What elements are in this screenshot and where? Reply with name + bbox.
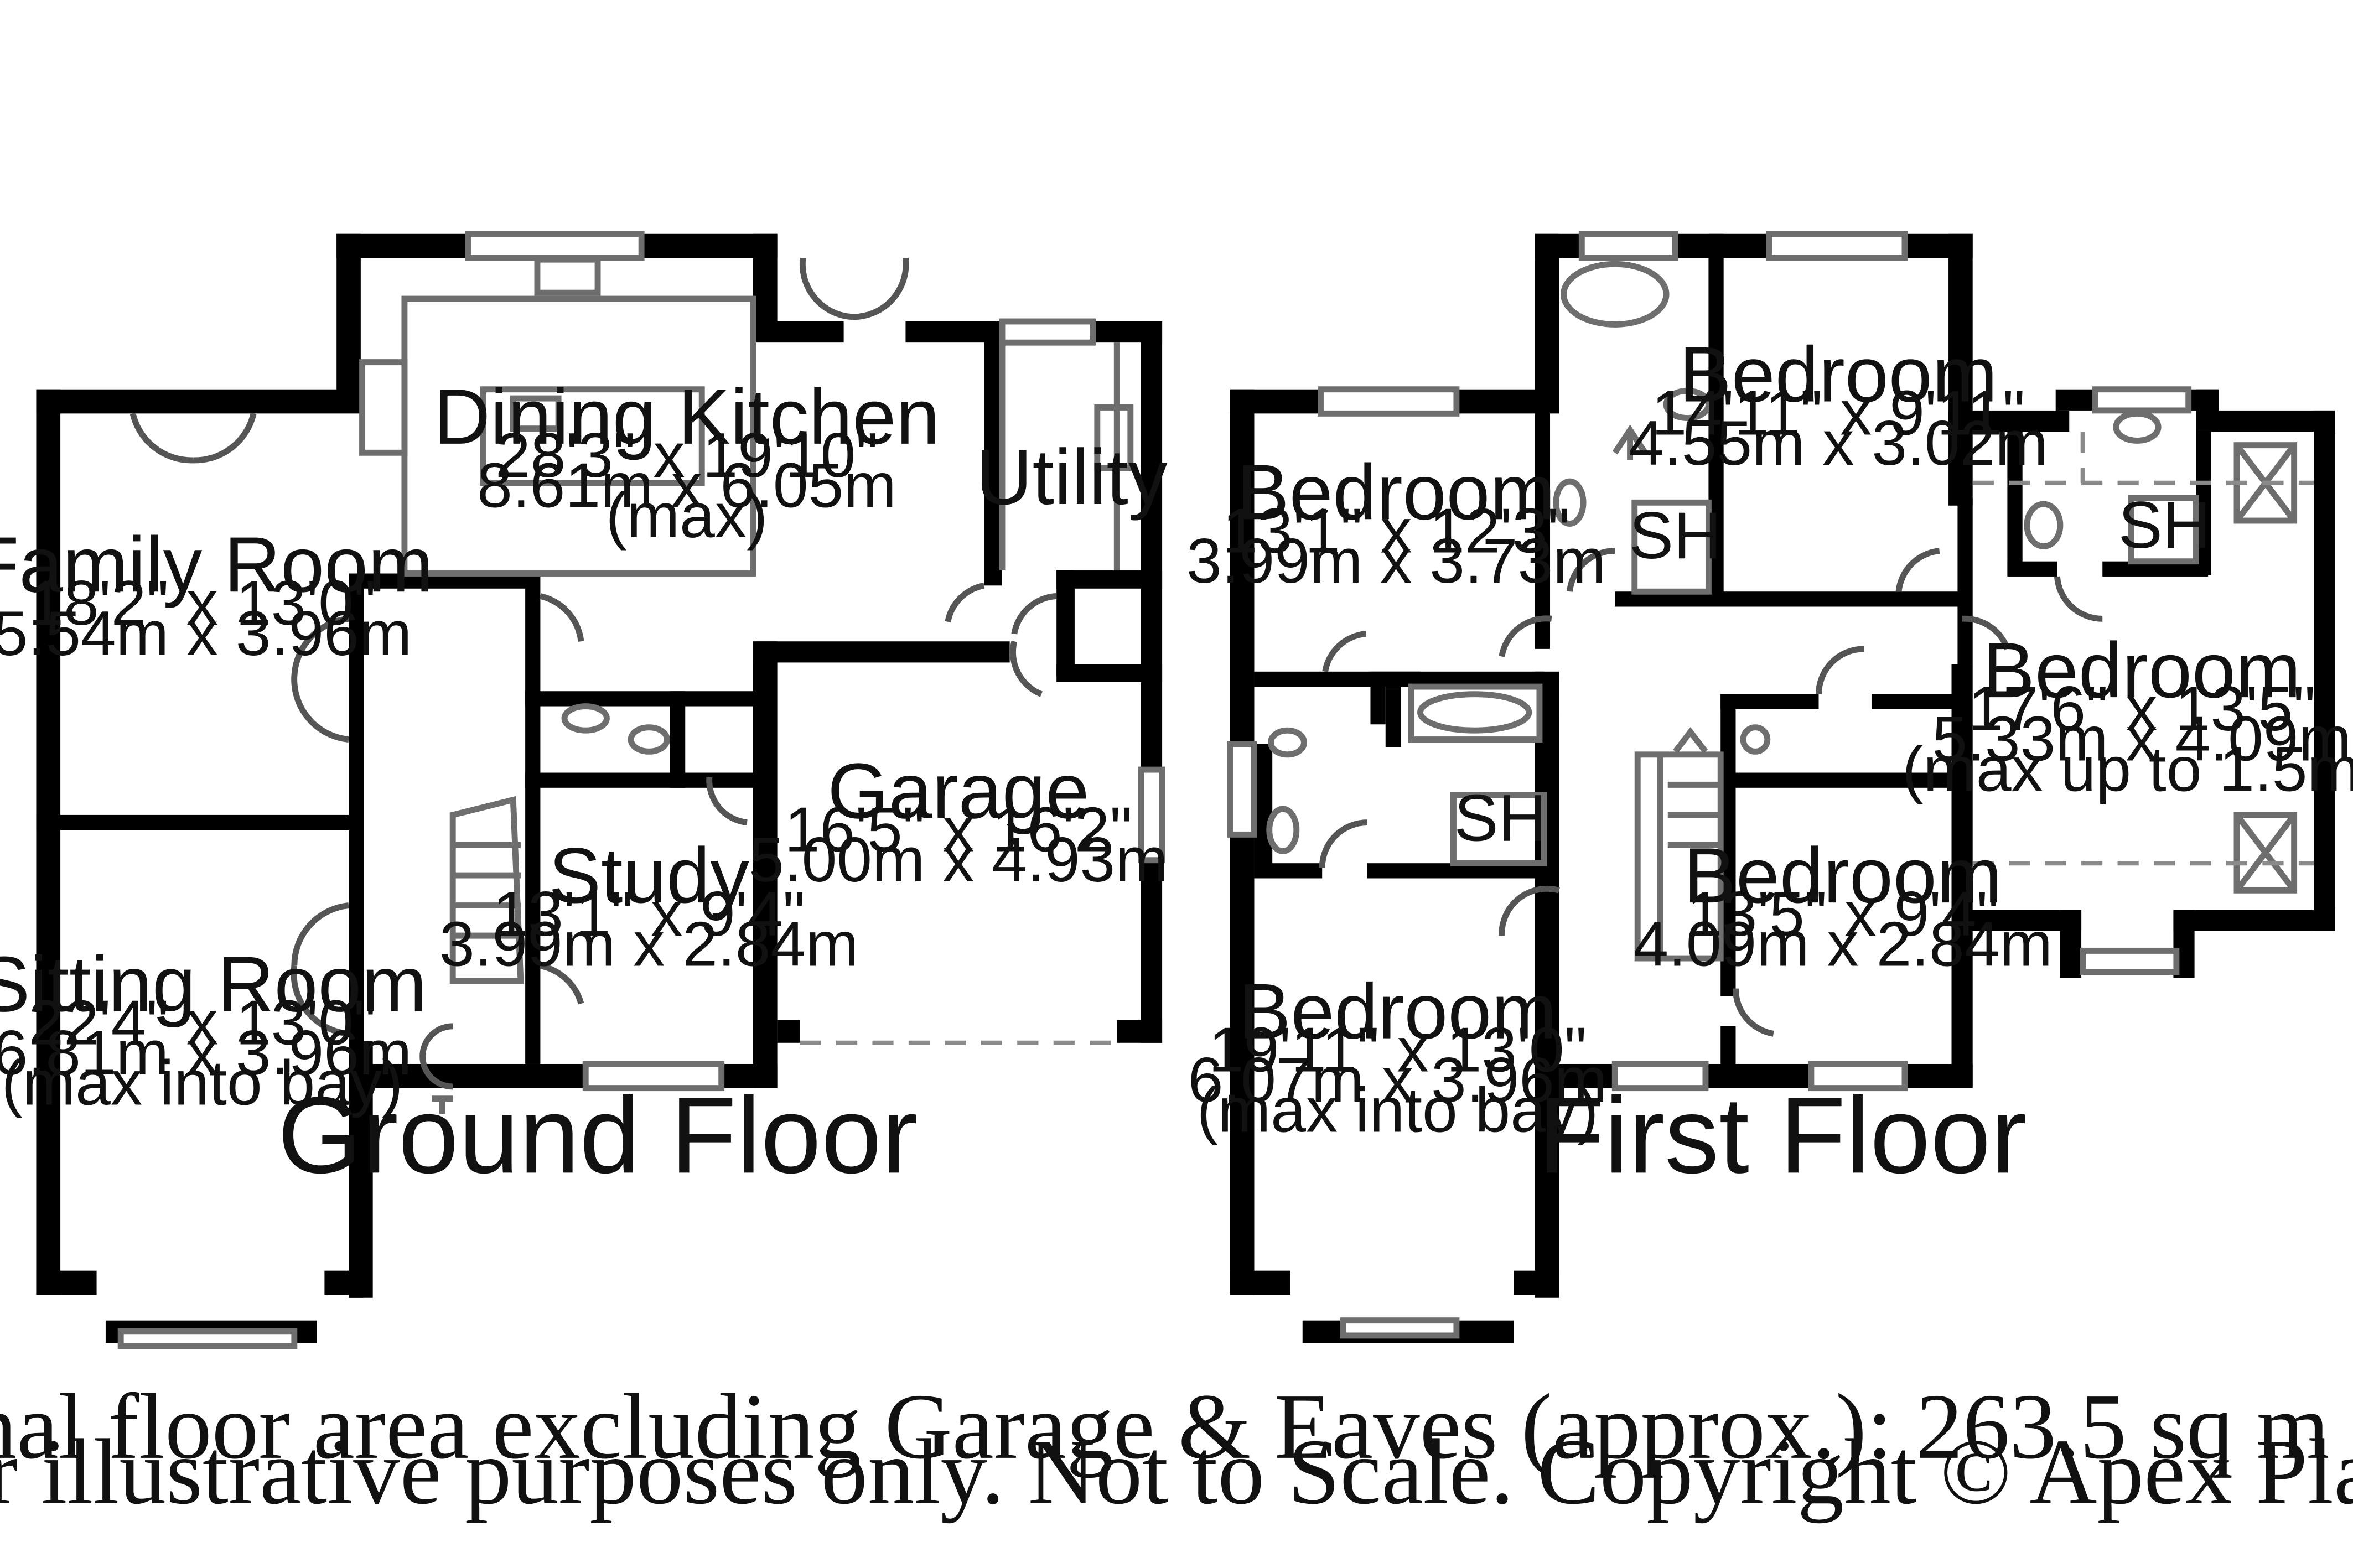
ground-floor-fixtures xyxy=(359,256,1134,1114)
first-floor-fixtures xyxy=(1266,261,2314,962)
room-name-sitting-room: Sitting Room xyxy=(0,941,427,1029)
room-dim-imperial-bedroom-4: 19'11" x 13'0" xyxy=(1209,1015,1587,1086)
room-name-bedroom-4: Bedroom xyxy=(1238,968,1557,1056)
ground-floor-windows xyxy=(117,231,1165,1349)
room-dim-imperial-study: 13'1" x 9'4" xyxy=(493,879,805,949)
room-note-sitting-room: (max into bay) xyxy=(2,1048,403,1119)
room-name-study: Study xyxy=(548,832,749,920)
room-dim-metric-family-room: 5.54m x 3.96m xyxy=(0,598,412,669)
room-dim-metric-sitting-room: 6.81m x 3.96m xyxy=(0,1017,412,1088)
room-dim-imperial-sitting-room: 22'4" x 13'0" xyxy=(28,988,376,1058)
room-dim-imperial-bedroom-2: 14'11" x 9'11" xyxy=(1652,378,2025,449)
room-name-family-room: Family Room xyxy=(0,521,433,609)
first-floor-plan: SH SH SH Bedroom 13'1" x 12'3" 3.99m x 3… xyxy=(1186,231,2353,1343)
first-floor-doors xyxy=(1319,548,2103,1037)
room-dim-metric-bedroom-3: 5.33m x 4.09m xyxy=(1932,704,2351,775)
ground-floor-plan: Family Room 18'2" x 13'0" 5.54m x 3.96m … xyxy=(0,231,1168,1349)
room-dim-imperial-dining-kitchen: 28'3" x 19'10" xyxy=(495,420,878,491)
footer-floor-area: Gross internal floor area excluding Gara… xyxy=(0,1374,2353,1478)
shower-label-ensuite-2: SH xyxy=(2118,488,2211,562)
room-note-bedroom-4: (max into bay) xyxy=(1197,1075,1599,1146)
room-dim-imperial-bedroom-1: 13'1" x 12'3" xyxy=(1222,495,1570,566)
room-dim-metric-study: 3.99m x 2.84m xyxy=(439,909,859,980)
floor-title-ground: Ground Floor xyxy=(278,1074,918,1196)
room-dim-metric-bedroom-1: 3.99m x 3.73m xyxy=(1186,526,1606,596)
room-name-garage: Garage xyxy=(827,747,1089,835)
ground-floor-doors xyxy=(129,257,1057,1090)
room-dim-imperial-garage: 16'5" x 16'2" xyxy=(785,794,1132,865)
floor-title-first: First Floor xyxy=(1538,1074,2027,1196)
shower-label-ensuite-1: SH xyxy=(1629,499,1722,573)
first-floor-windows xyxy=(1227,231,2192,1339)
room-dim-imperial-bedroom-3: 17'6" x 13'5" xyxy=(1968,673,2315,744)
room-dim-metric-bedroom-5: 4.09m x 2.84m xyxy=(1633,909,2053,980)
room-note-dining-kitchen: (max) xyxy=(606,480,768,551)
room-name-utility: Utility xyxy=(976,434,1168,521)
room-dim-imperial-family-room: 18'2" x 13'0" xyxy=(28,568,376,638)
room-name-bedroom-2: Bedroom xyxy=(1679,331,1997,419)
room-dim-metric-bedroom-2: 4.55m x 3.02m xyxy=(1629,408,2048,479)
shower-label-bathroom: SH xyxy=(1454,781,1547,855)
room-dim-metric-garage: 5.00m x 4.93m xyxy=(749,824,1168,895)
room-name-dining-kitchen: Dining Kitchen xyxy=(434,373,940,461)
room-dim-metric-bedroom-4: 6.07m x 3.96m xyxy=(1188,1045,1608,1115)
room-name-bedroom-3: Bedroom xyxy=(1982,627,2300,714)
room-dim-metric-dining-kitchen: 8.61m x 6.05m xyxy=(477,450,896,521)
room-note-bedroom-3: (max up to 1.5m) xyxy=(1902,734,2353,804)
room-name-bedroom-1: Bedroom xyxy=(1237,449,1555,536)
footer-copyright: For illustrative purposes only. Not to S… xyxy=(0,1420,2353,1524)
room-name-bedroom-5: Bedroom xyxy=(1683,832,2002,920)
room-dim-imperial-bedroom-5: 13'5" x 9'4" xyxy=(1687,879,1999,949)
